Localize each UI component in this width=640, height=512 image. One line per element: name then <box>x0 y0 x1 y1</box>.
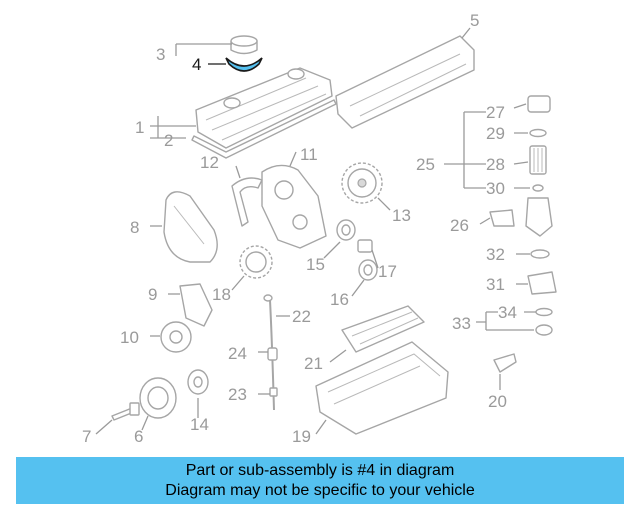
part-14-sprocket[interactable] <box>187 369 209 395</box>
callout-11[interactable]: 11 <box>300 145 318 164</box>
info-banner: Part or sub-assembly is #4 in diagram Di… <box>16 457 624 504</box>
part-31-sensor[interactable] <box>527 271 557 295</box>
part-30-seal[interactable] <box>532 184 544 192</box>
callout-21[interactable]: 21 <box>304 354 323 373</box>
callout-16[interactable]: 16 <box>330 290 349 309</box>
part-10-oil-pump[interactable] <box>160 321 192 353</box>
part-29-o-ring[interactable] <box>529 128 547 138</box>
callout-9[interactable]: 9 <box>148 285 157 304</box>
callout-1[interactable]: 1 <box>135 118 144 137</box>
callout-26[interactable]: 26 <box>450 216 469 235</box>
part-33-plug[interactable] <box>535 324 553 336</box>
callout-27[interactable]: 27 <box>486 103 505 122</box>
part-34-seal[interactable] <box>535 307 553 317</box>
banner-part-text: Part or sub-assembly is #4 in diagram <box>185 461 455 479</box>
part-3-filler-cap[interactable] <box>230 35 258 55</box>
callout-24[interactable]: 24 <box>228 344 247 363</box>
part-13-camshaft-gear[interactable] <box>341 162 383 204</box>
part-12-timing-belt[interactable] <box>231 177 263 227</box>
callout-32[interactable]: 32 <box>486 245 505 264</box>
part-18-crank-gear[interactable] <box>239 245 273 279</box>
part-6-crank-pulley[interactable] <box>139 377 177 419</box>
callout-15[interactable]: 15 <box>306 255 325 274</box>
part-2-gasket[interactable] <box>191 99 337 159</box>
callout-7[interactable]: 7 <box>82 427 91 446</box>
part-8-belt-cover[interactable] <box>163 191 218 263</box>
leader-lines <box>95 27 536 435</box>
part-11-timing-case[interactable] <box>261 164 327 249</box>
part-28-filter-element[interactable] <box>529 145 547 175</box>
part-5-engine-cover[interactable] <box>335 35 475 129</box>
part-21-baffle[interactable] <box>341 305 425 353</box>
part-25-filter-housing[interactable] <box>525 197 553 237</box>
callout-20[interactable]: 20 <box>488 392 507 411</box>
callout-29[interactable]: 29 <box>486 124 505 143</box>
part-16-idler[interactable] <box>358 259 378 281</box>
part-32-washer[interactable] <box>530 249 550 259</box>
callout-22[interactable]: 22 <box>292 307 311 326</box>
callout-31[interactable]: 31 <box>486 275 505 294</box>
part-4-seal[interactable] <box>225 57 263 72</box>
banner-disclaimer-text: Diagram may not be specific to your vehi… <box>165 481 475 499</box>
callout-30[interactable]: 30 <box>486 179 505 198</box>
callout-18[interactable]: 18 <box>212 285 231 304</box>
callout-12[interactable]: 12 <box>200 153 219 172</box>
callout-3[interactable]: 3 <box>156 45 165 64</box>
part-26-adapter[interactable] <box>489 209 515 227</box>
callout-33[interactable]: 33 <box>452 314 471 333</box>
part-24-dipstick-tube[interactable] <box>267 347 278 361</box>
part-20-clip[interactable] <box>493 353 517 373</box>
callout-19[interactable]: 19 <box>292 427 311 446</box>
callout-14[interactable]: 14 <box>190 415 209 434</box>
callout-23[interactable]: 23 <box>228 385 247 404</box>
callout-4[interactable]: 4 <box>192 55 201 74</box>
part-27-filter-cap[interactable] <box>527 95 551 113</box>
part-19-oil-pan[interactable] <box>315 341 449 435</box>
part-23-tube-seal[interactable] <box>269 387 278 397</box>
callout-6[interactable]: 6 <box>134 427 143 446</box>
callout-labels: 3 4 5 1 2 12 11 13 8 15 17 16 18 9 10 22… <box>82 11 517 446</box>
engine-exploded-diagram: 3 4 5 1 2 12 11 13 8 15 17 16 18 9 10 22… <box>82 11 557 446</box>
callout-5[interactable]: 5 <box>470 11 479 30</box>
callout-28[interactable]: 28 <box>486 155 505 174</box>
part-7-bolt[interactable] <box>111 402 140 421</box>
callout-34[interactable]: 34 <box>498 303 517 322</box>
callout-8[interactable]: 8 <box>130 218 139 237</box>
callout-10[interactable]: 10 <box>120 328 139 347</box>
callout-25[interactable]: 25 <box>416 155 435 174</box>
part-17-tensioner[interactable] <box>357 239 373 253</box>
callout-13[interactable]: 13 <box>392 206 411 225</box>
part-15-pulley[interactable] <box>336 219 356 241</box>
callout-2[interactable]: 2 <box>164 131 173 150</box>
callout-17[interactable]: 17 <box>378 262 397 281</box>
part-9-bracket[interactable] <box>179 283 213 327</box>
part-1-valve-cover[interactable] <box>195 67 333 149</box>
